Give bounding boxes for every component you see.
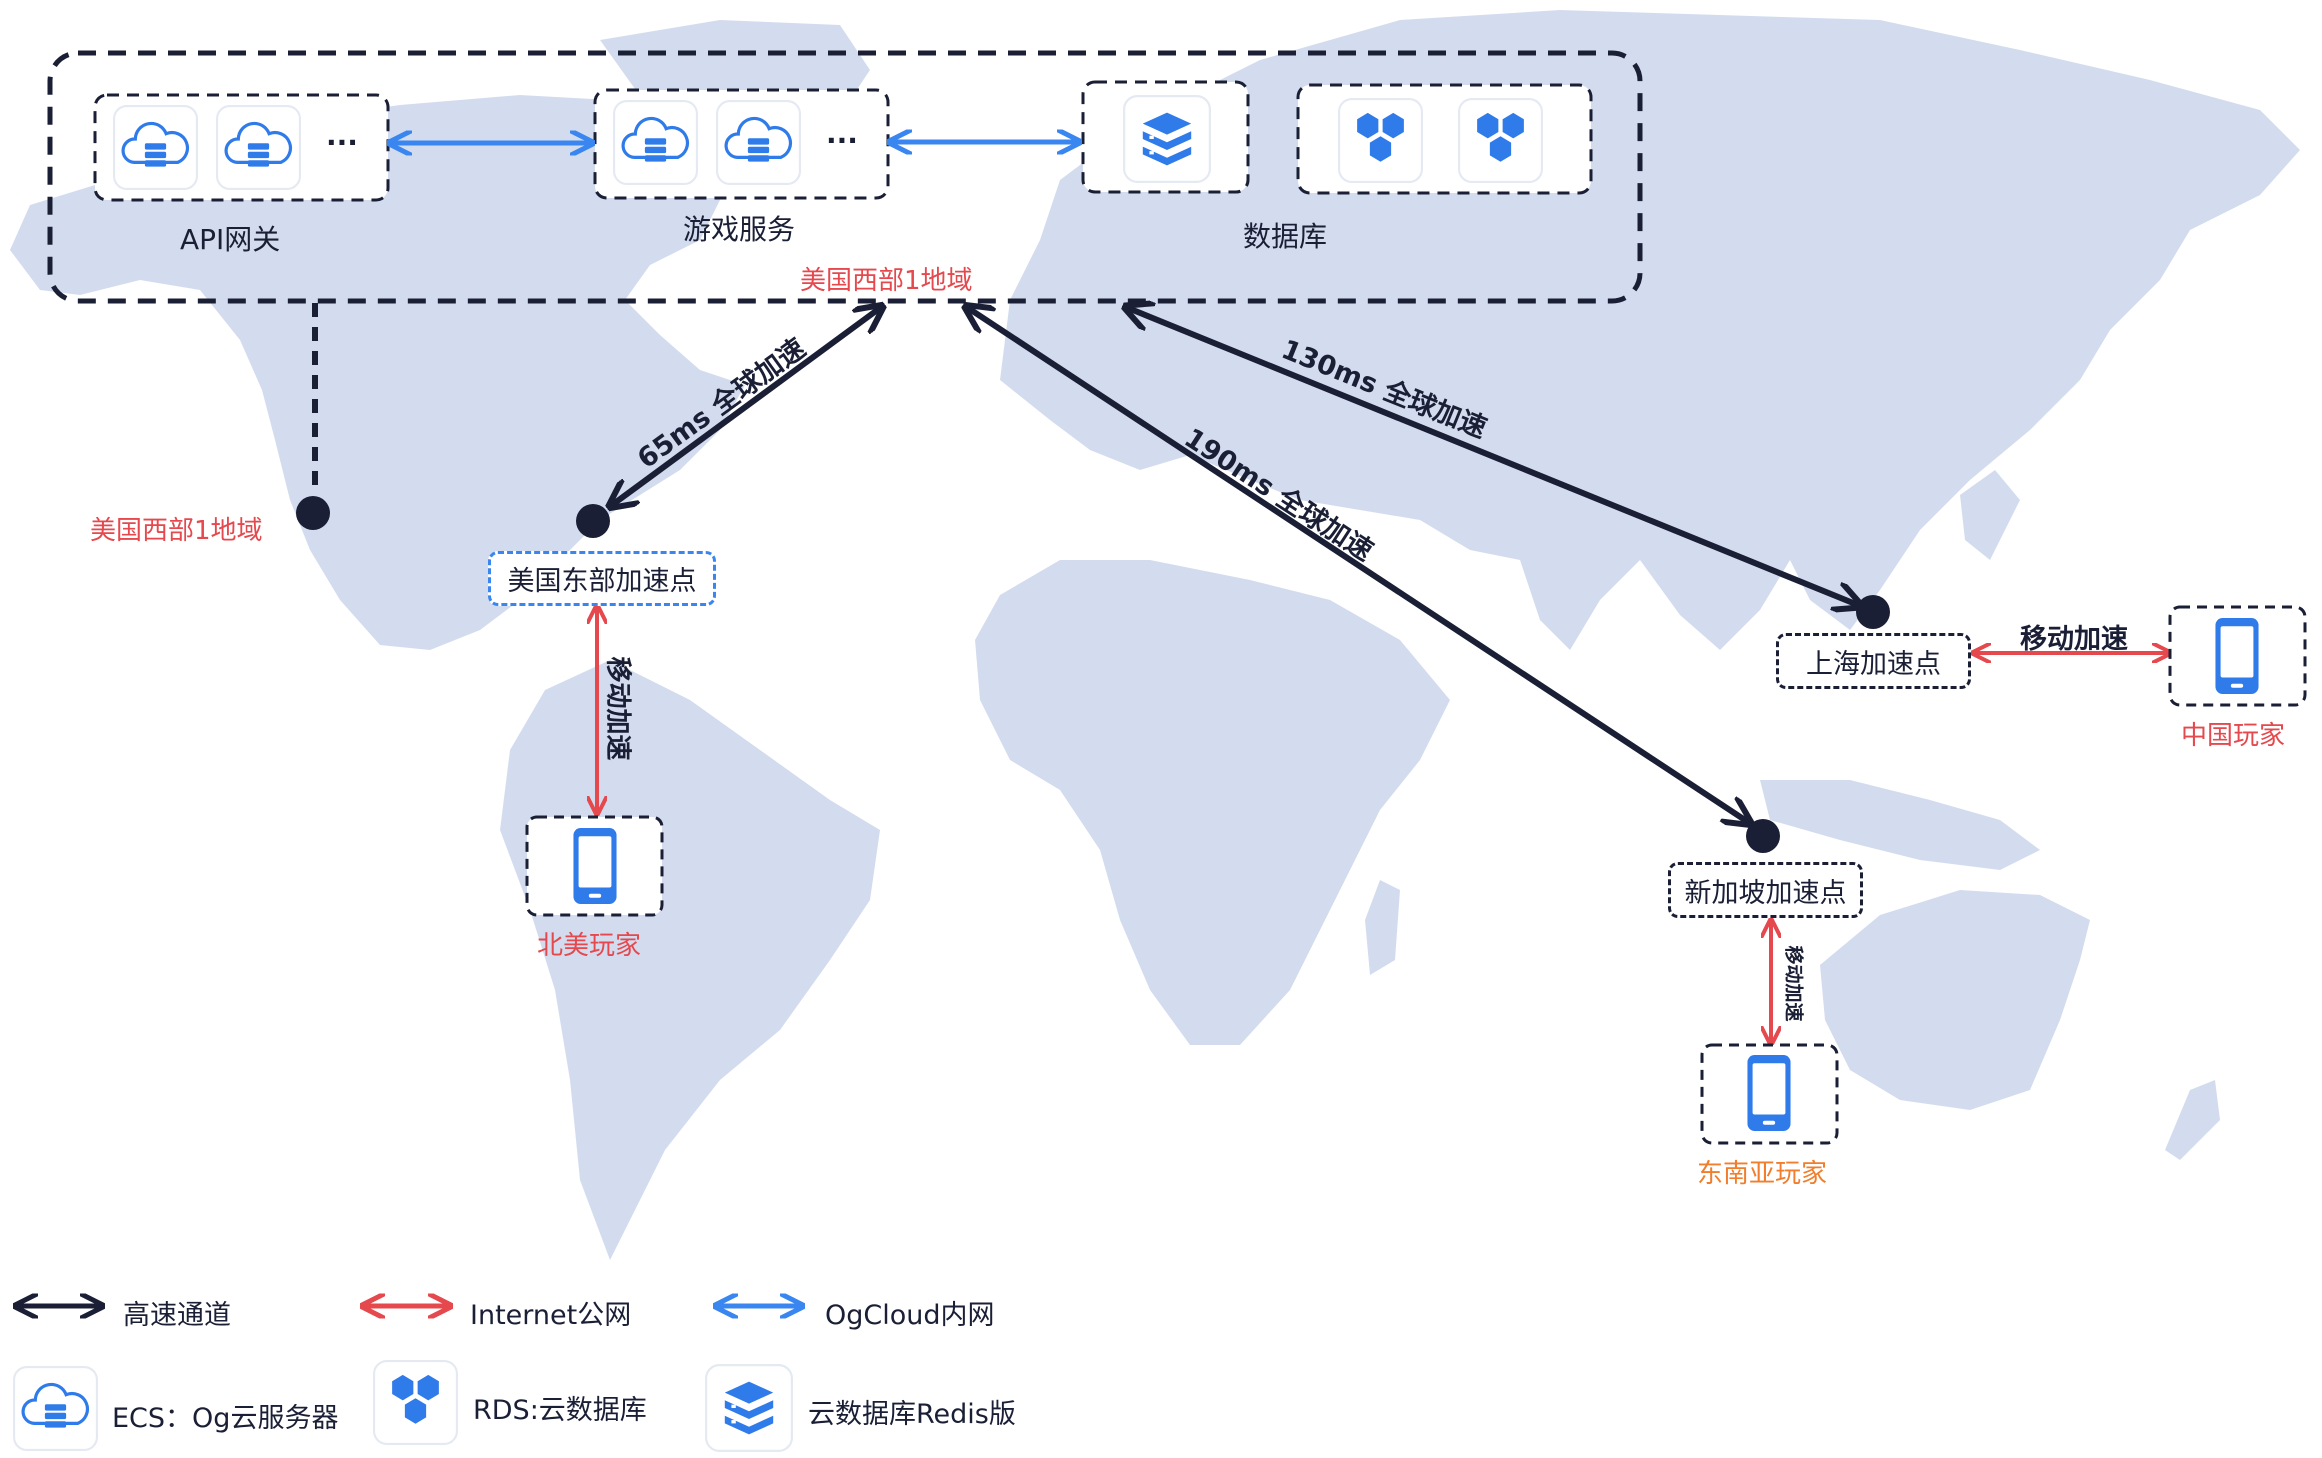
us-east-node-label: 美国东部加速点 (488, 551, 716, 606)
japan-shape (1960, 470, 2020, 560)
phone-icon (573, 828, 617, 904)
legend-intranet-label: OgCloud内网 (825, 1300, 995, 1331)
phone-icon (1747, 1055, 1791, 1131)
rds-icon (1338, 98, 1423, 183)
australia-shape (1820, 890, 2090, 1110)
shanghai-highspeed-arrow (1128, 308, 1858, 605)
madagascar-shape (1365, 880, 1400, 975)
database-label: 数据库 (1243, 220, 1328, 253)
new-zealand-shape (2165, 1080, 2220, 1160)
game-service-label: 游戏服务 (683, 213, 796, 246)
ecs-icon (113, 105, 198, 190)
more-ellipsis: ··· (326, 126, 358, 159)
us-east-highspeed-arrow (612, 308, 880, 505)
singapore-dot (1746, 819, 1780, 853)
shanghai-dot (1856, 595, 1890, 629)
us-east-dot (576, 504, 610, 538)
ecs-icon (613, 100, 698, 185)
legend-ecs-label: ECS：Og云服务器 (112, 1403, 339, 1434)
more-ellipsis: ··· (826, 124, 858, 157)
cn-player-label: 中国玩家 (2181, 721, 2286, 751)
legend-rds-icon (373, 1360, 458, 1445)
legend-highspeed-label: 高速通道 (123, 1300, 231, 1331)
africa-shape (975, 560, 1450, 1045)
sea-player-label: 东南亚玩家 (1697, 1159, 1828, 1189)
na-mobile-accel-label: 移动加速 (602, 656, 633, 761)
ecs-icon (716, 100, 801, 185)
singapore-node-label: 新加坡加速点 (1668, 862, 1863, 918)
rds-icon (1458, 98, 1543, 183)
sea-mobile-accel-label: 移动加速 (1782, 945, 1805, 1022)
na-player-label: 北美玩家 (537, 931, 642, 961)
redis-icon (1123, 95, 1211, 183)
legend-internet-label: Internet公网 (470, 1300, 632, 1331)
us-west-region-label: 美国西部1地域 (90, 516, 263, 546)
api-gateway-label: API网关 (180, 223, 281, 256)
legend-ecs-icon (13, 1366, 98, 1451)
us-west-dot (296, 496, 330, 530)
legend-redis-label: 云数据库Redis版 (808, 1399, 1016, 1430)
legend-redis-icon (705, 1364, 793, 1452)
region-label: 美国西部1地域 (800, 266, 973, 296)
sea-islands-shape (1760, 780, 2040, 870)
phone-icon (2215, 618, 2259, 694)
shanghai-node-label: 上海加速点 (1776, 633, 1971, 689)
north-america-shape (10, 95, 745, 650)
cn-mobile-accel-label: 移动加速 (2020, 624, 2128, 655)
ecs-icon (216, 105, 301, 190)
legend-rds-label: RDS:云数据库 (473, 1395, 647, 1426)
